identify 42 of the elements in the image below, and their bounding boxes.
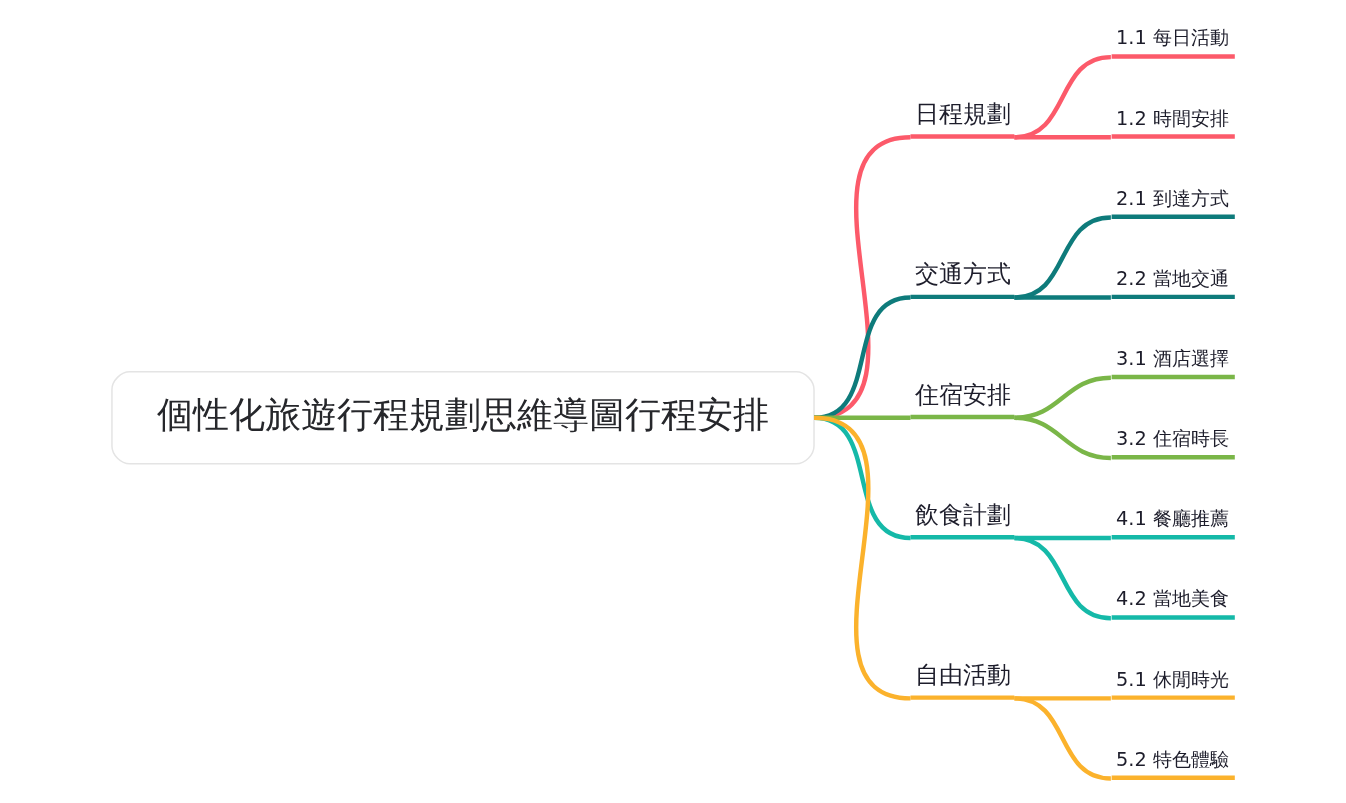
node-label: 飲食計劃 <box>914 500 1011 529</box>
node-label: 1.2 時間安排 <box>1116 106 1229 130</box>
connector <box>1014 215 1112 300</box>
node-label: 2.2 當地交通 <box>1116 266 1229 290</box>
node-box <box>1111 775 1235 780</box>
node-label: 5.1 休閒時光 <box>1116 667 1229 691</box>
node-label: 交通方式 <box>914 260 1011 289</box>
node-box <box>1111 54 1235 59</box>
node-label: 日程規劃 <box>914 100 1011 129</box>
node-box <box>1111 535 1235 540</box>
node-box <box>910 535 1015 540</box>
node-box <box>910 414 1015 420</box>
node-label: 住宿安排 <box>914 380 1011 409</box>
node-box <box>1111 695 1235 700</box>
connector <box>1014 295 1111 300</box>
connector <box>1014 415 1112 461</box>
node-box: 個性化旅遊行程規劃思維導圖行程安排 <box>111 371 815 465</box>
connector <box>813 415 911 701</box>
node-box <box>910 134 1015 139</box>
node-box <box>1111 615 1235 620</box>
connector <box>1014 535 1112 621</box>
node-box <box>1111 374 1235 380</box>
connector <box>1014 696 1112 781</box>
node-label: 4.2 當地美食 <box>1116 587 1229 611</box>
node-label: 3.1 酒店選擇 <box>1116 346 1229 370</box>
node-label: 自由活動 <box>914 661 1011 690</box>
node-label: 4.1 餐廳推薦 <box>1116 507 1229 531</box>
connector <box>813 135 911 420</box>
node-box <box>1111 294 1235 300</box>
node-label: 1.1 每日活動 <box>1116 26 1229 50</box>
node-box <box>910 695 1015 700</box>
node-box <box>1111 454 1235 460</box>
node-box <box>1111 214 1235 219</box>
node-label: 5.2 特色體驗 <box>1116 747 1229 771</box>
node-box <box>1111 134 1235 139</box>
connector <box>1014 54 1112 140</box>
node-label: 3.2 住宿時長 <box>1116 427 1229 451</box>
connector <box>813 295 911 421</box>
connector <box>1014 375 1112 421</box>
node-box <box>910 294 1015 300</box>
node-label: 2.1 到達方式 <box>1116 186 1229 210</box>
connector <box>1014 135 1111 140</box>
